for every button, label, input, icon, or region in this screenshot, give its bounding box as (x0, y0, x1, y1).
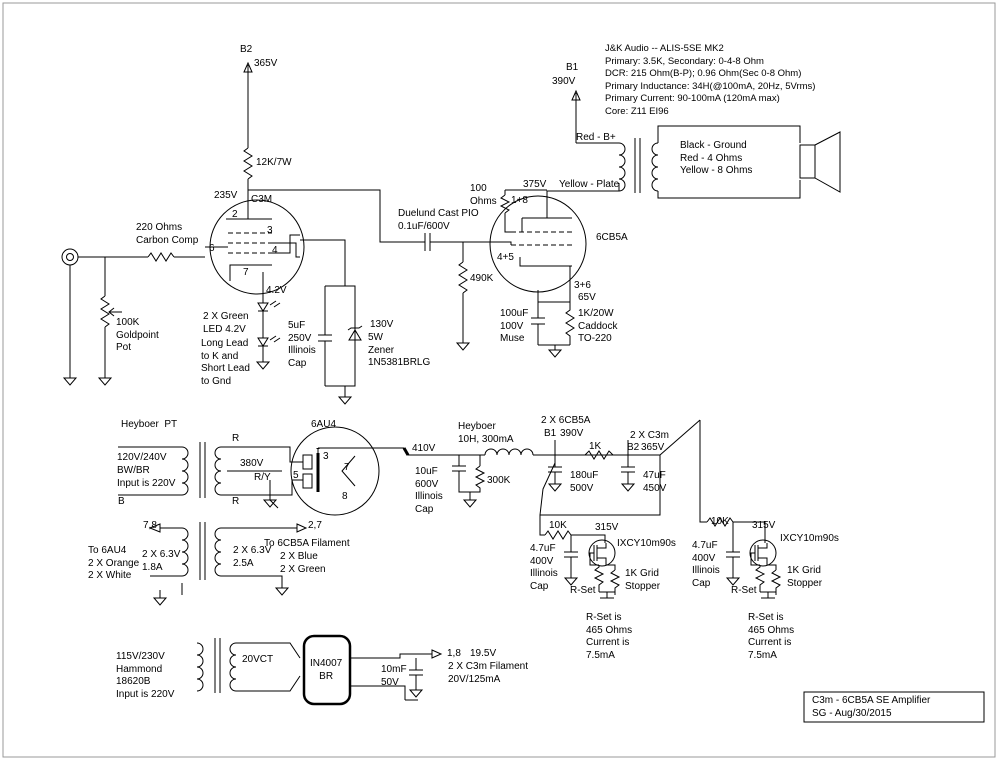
c3m-pin-3: 3 (267, 225, 273, 236)
grid-leak-label: 490K (470, 273, 494, 284)
filament-pins-2-7: 2,7 (308, 520, 322, 531)
hv-secondary-voltage: 380V (240, 458, 264, 469)
6cb5a-cathode-voltage: 65V (578, 292, 596, 303)
filament-transformer-label: 115V/230V Hammond 18620B Input is 220V (116, 651, 175, 700)
hv-dc-voltage: 410V (412, 443, 436, 454)
filament-output-voltage: 19.5V (470, 648, 497, 659)
red-bplus-lead: Red - B+ (576, 132, 616, 143)
c3m-pin-4: 4 (272, 245, 278, 256)
grid-resistor-label: 220 Ohms Carbon Comp (136, 222, 199, 246)
zener-voltage: 130V (370, 319, 394, 330)
6cb5a-filament-title: To 6CB5A Filament (264, 538, 350, 549)
pt-lead-r-top: R (232, 433, 240, 444)
ccs1-resistor-label: 10K (549, 520, 567, 531)
zener-label: 5W Zener 1N5381BRLG (368, 332, 431, 368)
cathode-resistor-label: 1K/20W Caddock TO-220 (578, 308, 618, 344)
ccs1-mosfet-label: IXCY10m90s (617, 538, 676, 549)
b2-resistor-label: 12K/7W (256, 157, 292, 168)
pt-lead-r-bottom: R (232, 496, 240, 507)
ccs2-cap-label: 4.7uF 400V Illinois Cap (692, 540, 720, 589)
led-lead-note: Long Lead to K and Short Lead to Gnd (201, 338, 250, 387)
b1-supply-label: B1 (566, 62, 579, 73)
ccs1-rset-label: R-Set (570, 585, 596, 596)
filament-secondary-label: 20VCT (242, 654, 274, 665)
grid-stopper-label: 100 Ohms (470, 183, 497, 207)
6cb5a-pin-3-6: 3+6 (574, 280, 591, 291)
rectifier-pin-8: 8 (342, 491, 348, 502)
b1-cap-label: 180uF 500V (570, 470, 599, 494)
ccs2-mosfet-label: IXCY10m90s (780, 533, 839, 544)
c3m-input-stage (61, 61, 841, 405)
pt-primary-label: 120V/240V BW/BR (117, 452, 167, 476)
cathode-cap-label: 100uF 100V Muse (500, 308, 529, 344)
screen-cap-label: 5uF 250V Illinois Cap (288, 320, 316, 369)
secondary-leads-label: Black - Ground Red - 4 Ohms Yellow - 8 O… (680, 140, 753, 176)
output-transformer-info: J&K Audio -- ALIS-5SE MK2 Primary: 3.5K,… (605, 43, 816, 117)
c3m-plate-voltage: 235V (214, 190, 238, 201)
rectifier-filament-rating: 2 X 6.3V 1.8A (142, 549, 181, 573)
coupling-cap-label: Duelund Cast PIO 0.1uF/600V (398, 208, 479, 232)
6cb5a-tube-label: 6CB5A (596, 232, 628, 243)
rectifier-pin-5: 5 (293, 470, 299, 481)
rectifier-tube-label: 6AU4 (311, 419, 337, 430)
b2-supply-label: B2 (240, 44, 253, 55)
pt-input-label: Input is 220V (117, 478, 176, 489)
ccs1-voltage: 315V (595, 522, 619, 533)
filament-pins-7-8: 7,8 (143, 520, 157, 531)
filament-output-pins: 1,8 (447, 648, 461, 659)
plate-lead-label: Yellow - Plate (559, 179, 620, 190)
ccs2-rset-label: R-Set (731, 585, 757, 596)
drawing-author-date: SG - Aug/30/2015 (812, 708, 892, 719)
b2-node-label: B2 (627, 442, 640, 453)
ccs2-resistor-label: 10K (711, 516, 729, 527)
filament-output-note: 2 X C3m Filament 20V/125mA (448, 661, 529, 685)
b2-cap-label: 47uF 450V (643, 470, 667, 494)
rectifier-filament-label: To 6AU4 2 X Orange 2 X White (88, 545, 140, 581)
6cb5a-filament-rating: 2 X 6.3V 2.5A (233, 545, 272, 569)
ccs1-note: R-Set is 465 Ohms Current is 7.5mA (586, 612, 633, 661)
pt-lead-ry: R/Y (254, 472, 271, 483)
b1-node-voltage: 390V (560, 428, 584, 439)
b2-node-voltage: 365V (641, 442, 665, 453)
b1-node-label: B1 (544, 428, 557, 439)
ccs1-grid-stopper: 1K Grid Stopper (625, 568, 661, 592)
bias-led-label: 2 X Green LED 4.2V (203, 311, 249, 335)
rectifier-pin-3: 3 (323, 451, 329, 462)
drawing-title: C3m - 6CB5A SE Amplifier (812, 695, 931, 706)
b1-note: 2 X 6CB5A (541, 415, 591, 426)
6cb5a-pin-4-5: 4+5 (497, 252, 514, 263)
bleeder-resistor-label: 300K (487, 475, 511, 486)
choke-label: Heyboer 10H, 300mA (458, 421, 514, 445)
c3m-pin-2: 2 (232, 209, 238, 220)
6cb5a-pin-1-8: 1+8 (511, 195, 528, 206)
b1-supply-voltage: 390V (552, 76, 576, 87)
b2-note: 2 X C3m (630, 430, 669, 441)
power-transformer-label: Heyboer PT (121, 419, 178, 430)
c3m-pin-7: 7 (243, 267, 249, 278)
rectifier-pin-7: 7 (344, 462, 350, 473)
ccs2-voltage: 315V (752, 520, 776, 531)
ccs2-note: R-Set is 465 Ohms Current is 7.5mA (748, 612, 795, 661)
reservoir-cap-label: 10uF 600V Illinois Cap (415, 466, 443, 515)
filament-cap-label: 10mF 50V (381, 664, 407, 688)
dropping-resistor-label: 1K (589, 441, 602, 452)
bridge-rectifier-label: IN4007 BR (310, 658, 343, 682)
ccs2-grid-stopper: 1K Grid Stopper (787, 565, 823, 589)
6cb5a-plate-voltage: 375V (523, 179, 547, 190)
c3m-cathode-voltage: 4.2V (266, 285, 287, 296)
pt-lead-b: B (118, 496, 125, 507)
b2-supply-voltage: 365V (254, 58, 278, 69)
c3m-tube-label: C3M (251, 194, 273, 205)
volume-pot-label: 100K Goldpoint Pot (116, 317, 159, 353)
ccs1-cap-label: 4.7uF 400V Illinois Cap (530, 543, 558, 592)
c3m-pin-6: 6 (209, 243, 215, 254)
6cb5a-filament-wires: 2 X Blue 2 X Green (280, 551, 326, 575)
